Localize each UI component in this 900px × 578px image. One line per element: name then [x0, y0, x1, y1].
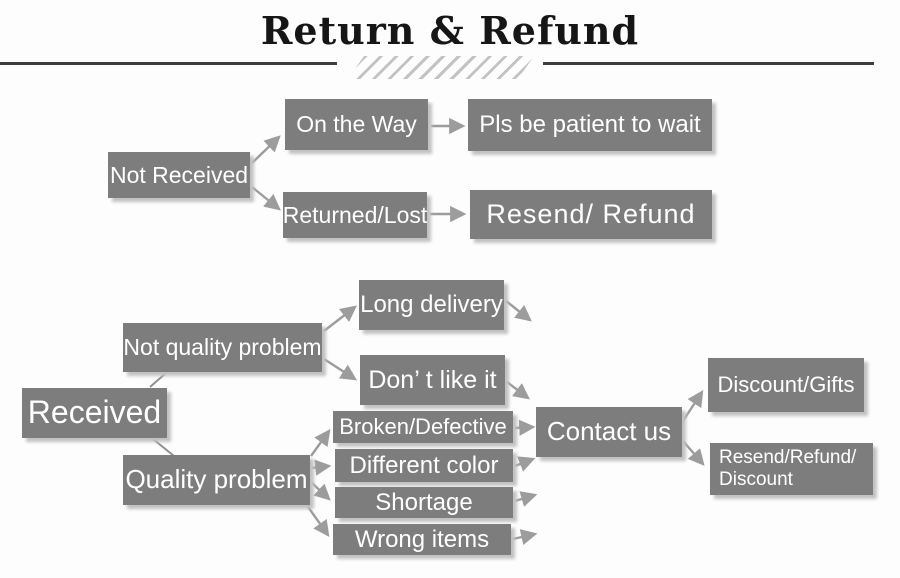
node-contact-us: Contact us [536, 407, 682, 457]
header-rule-left [0, 62, 337, 65]
arrow-contact-resenddiscount [682, 440, 705, 466]
node-discount-gifts: Discount/Gifts [708, 358, 864, 412]
arrow-notquality-longdelivery [323, 305, 357, 332]
node-pls-be-patient: Pls be patient to wait [468, 99, 712, 151]
node-quality-problem: Quality problem [123, 455, 310, 505]
node-dont-like-it: Don’ t like it [360, 355, 505, 405]
link-received-quality [152, 438, 175, 457]
node-different-color: Different color [335, 449, 513, 482]
node-shortage: Shortage [335, 487, 513, 518]
diagonal-hatch-decoration [348, 56, 534, 79]
page-title: Return & Refund [260, 8, 640, 53]
link-received-notquality [149, 372, 167, 388]
node-wrong-items: Wrong items [333, 524, 511, 555]
arrow-wrong-contact [512, 529, 538, 546]
node-received: Received [22, 388, 167, 438]
arrow-different-contact [514, 456, 536, 472]
header-rule-right [543, 62, 874, 65]
node-returned-lost: Returned/Lost [283, 192, 427, 238]
arrow-notquality-dontlike [323, 357, 358, 381]
arrow-quality-wrong [305, 503, 330, 537]
arrow-contact-discountgifts [681, 389, 704, 422]
arrow-longdelivery-out [505, 300, 532, 322]
arrow-notreceived-returnedlost [251, 186, 281, 211]
arrow-broken-contact [514, 419, 536, 436]
node-resend-refund-discount-line2: Discount [719, 469, 793, 490]
node-not-received: Not Received [108, 152, 250, 198]
arrow-quality-different [311, 459, 332, 476]
node-long-delivery: Long delivery [359, 280, 504, 330]
node-not-quality-problem: Not quality problem [123, 323, 322, 372]
node-resend-refund: Resend/ Refund [470, 190, 712, 239]
node-resend-refund-discount-line1: Resend/Refund/ [719, 447, 857, 469]
arrow-dontlike-contact [506, 381, 530, 400]
node-broken-defective: Broken/Defective [333, 411, 513, 443]
node-resend-refund-discount: Resend/Refund/ Discount [710, 443, 873, 495]
arrow-shortage-contact [514, 491, 538, 507]
arrow-quality-shortage [311, 482, 331, 501]
arrow-quality-broken [310, 429, 331, 457]
arrow-notreceived-ontheway [251, 135, 281, 164]
node-on-the-way: On the Way [285, 99, 428, 150]
